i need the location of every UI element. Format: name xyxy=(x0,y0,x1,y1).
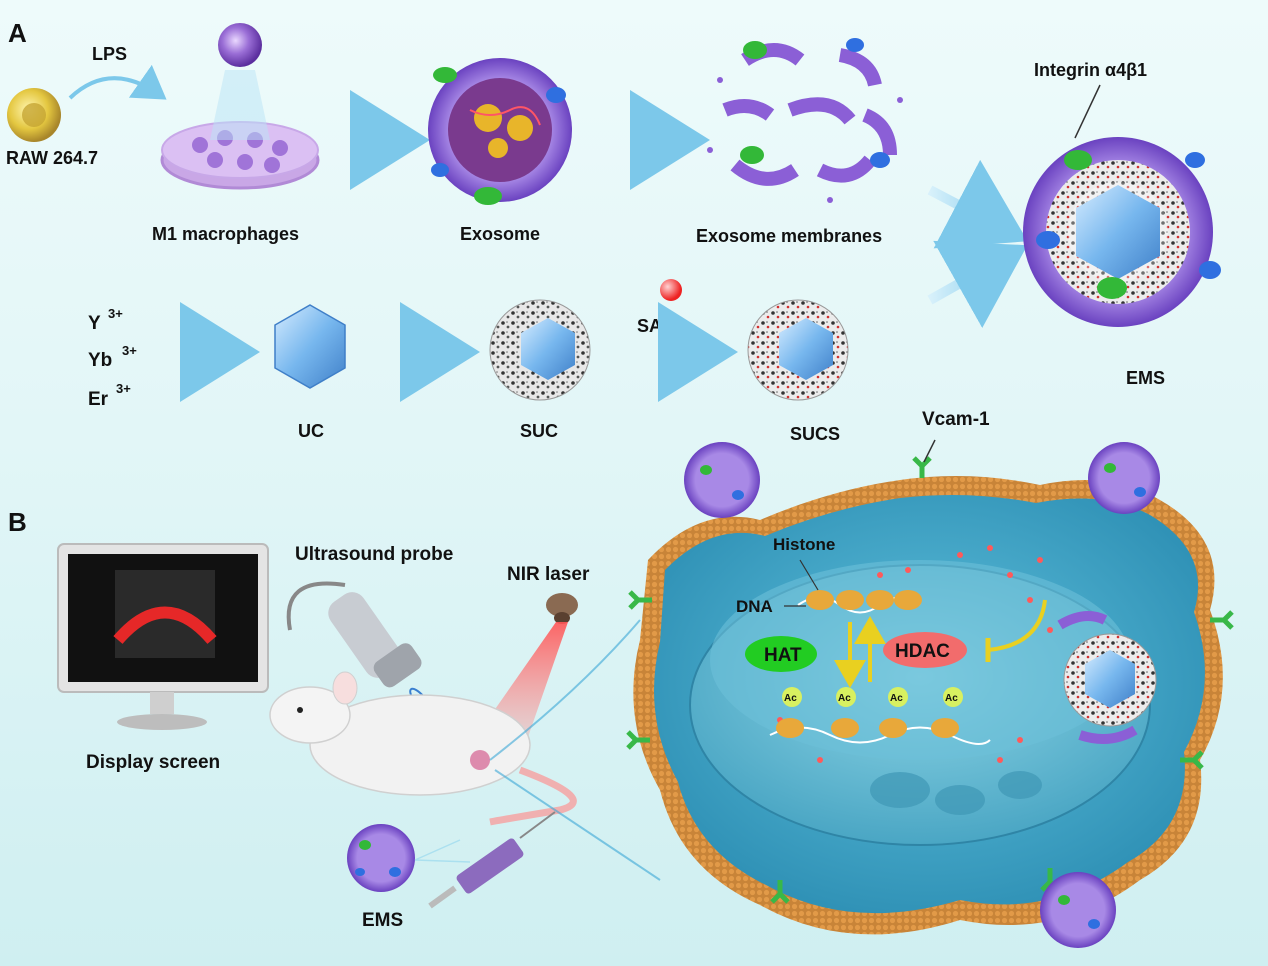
ems-label-top: EMS xyxy=(1126,368,1165,388)
hat-label: HAT xyxy=(764,645,802,666)
ion-yb: Yb xyxy=(88,350,112,371)
raw-cell-icon xyxy=(7,88,61,142)
m1-label: M1 macrophages xyxy=(152,224,299,244)
zoom-projection xyxy=(489,619,661,881)
saha-inhibition-arrow xyxy=(987,599,1047,652)
ion-y: Y xyxy=(88,313,101,334)
laser-label: NIR laser xyxy=(507,564,590,585)
saha-label: SAHA xyxy=(637,316,688,336)
saha-molecule-icon xyxy=(660,279,682,301)
suc-label: SUC xyxy=(520,421,558,441)
ion-yb-charge: 3+ xyxy=(122,343,137,358)
ems-injection-particle-icon xyxy=(347,824,415,892)
integrin-pointer xyxy=(1074,84,1101,139)
uc-crystal-icon xyxy=(274,304,346,389)
panel-label-b: B xyxy=(8,507,27,537)
internalized-sucs-icon xyxy=(1057,611,1157,744)
ac-4: Ac xyxy=(945,693,958,704)
display-label: Display screen xyxy=(86,752,220,773)
integrin-label: Integrin α4β1 xyxy=(1034,60,1147,80)
saha-dots xyxy=(777,545,1053,763)
probe-label: Ultrasound probe xyxy=(295,544,453,565)
exosome-icon xyxy=(428,58,572,205)
dna-label: DNA xyxy=(736,597,773,616)
ac-1: Ac xyxy=(784,693,797,704)
ems-label-bottom: EMS xyxy=(362,910,403,931)
panel-label-a: A xyxy=(8,18,27,48)
histone-pointer xyxy=(799,559,819,591)
chromatin-top xyxy=(797,590,922,614)
ultrasound-probe-icon xyxy=(286,581,422,688)
ion-y-charge: 3+ xyxy=(108,306,123,321)
suc-particle-icon xyxy=(489,299,591,401)
ac-3: Ac xyxy=(890,693,903,704)
display-screen-icon xyxy=(57,543,269,730)
arrow-sucs-to-ems xyxy=(927,240,1028,328)
ion-list: Y 3+ Yb 3+ Er 3+ xyxy=(88,306,137,410)
exosome-label: Exosome xyxy=(460,224,540,244)
ac-2: Ac xyxy=(838,693,851,704)
mouse-icon xyxy=(269,671,577,826)
ion-er-charge: 3+ xyxy=(116,381,131,396)
vcam-pointer xyxy=(923,439,936,463)
histone-label: Histone xyxy=(773,535,835,554)
ems-nanoparticle-icon xyxy=(1023,137,1221,327)
lps-arrow xyxy=(68,64,167,100)
chromatin-bottom xyxy=(769,718,991,745)
arrow-membranes-to-ems xyxy=(927,159,1028,249)
vcam-label: Vcam-1 xyxy=(922,409,990,430)
m1-macrophage-dish-icon xyxy=(160,23,320,190)
hdac-badge: HDAC xyxy=(883,632,967,668)
exosome-membranes-label: Exosome membranes xyxy=(696,226,882,246)
sucs-particle-icon xyxy=(747,299,849,401)
ion-er: Er xyxy=(88,389,109,410)
acetyl-groups: Ac Ac Ac Ac xyxy=(782,687,963,707)
raw-cell-label: RAW 264.7 xyxy=(6,148,98,168)
uc-label: UC xyxy=(298,421,324,441)
exosome-membrane-fragments-icon xyxy=(707,38,903,203)
syringe-icon xyxy=(414,811,556,909)
hat-badge: HAT xyxy=(745,636,817,672)
lps-label: LPS xyxy=(92,44,127,64)
ems-bound-particles xyxy=(684,442,1160,948)
hdac-label: HDAC xyxy=(895,641,950,662)
sucs-label: SUCS xyxy=(790,424,840,444)
